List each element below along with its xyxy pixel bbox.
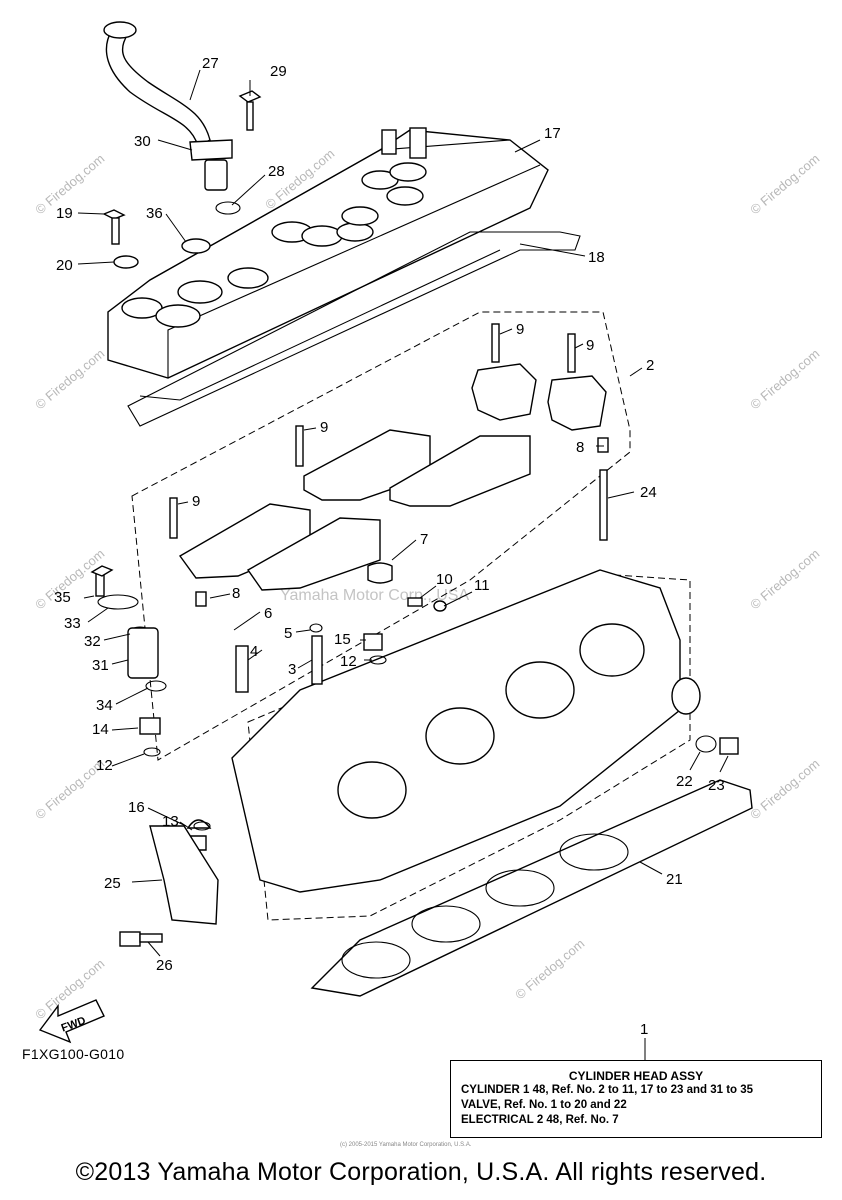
small-print: (c) 2005-2015 Yamaha Motor Corporation, …	[340, 1142, 472, 1148]
breather-hose	[103, 21, 241, 215]
cap-bolts	[169, 323, 608, 541]
label-16: 16	[128, 799, 145, 816]
label-35: 35	[54, 589, 71, 606]
label-10: 10	[436, 571, 453, 588]
head-cover	[107, 127, 549, 379]
label-19: 19	[56, 205, 73, 222]
dowel-8b	[195, 591, 207, 607]
label-12a: 12	[340, 653, 357, 670]
drawing-code: F1XG100-G010	[22, 1046, 125, 1062]
watermark: © Firedog.com	[512, 936, 587, 1002]
label-6: 6	[264, 605, 272, 622]
label-33: 33	[64, 615, 81, 632]
label-5: 5	[284, 625, 292, 642]
label-8b: 8	[232, 585, 240, 602]
label-31: 31	[92, 657, 109, 674]
bolt-19	[102, 209, 126, 245]
label-12b: 12	[96, 757, 113, 774]
label-22: 22	[676, 773, 693, 790]
assembly-box: CYLINDER HEAD ASSY CYLINDER 1 48, Ref. N…	[450, 1060, 822, 1138]
leader-lines	[77, 69, 729, 1060]
label-20: 20	[56, 257, 73, 274]
label-32: 32	[84, 633, 101, 650]
label-21: 21	[666, 871, 683, 888]
label-2: 2	[646, 357, 654, 374]
label-9a: 9	[516, 321, 524, 338]
label-3: 3	[288, 661, 296, 678]
assembly-line: CYLINDER 1 48, Ref. No. 2 to 11, 17 to 2…	[461, 1084, 754, 1096]
label-14: 14	[92, 721, 109, 738]
assembly-line: ELECTRICAL 2 48, Ref. No. 7	[461, 1114, 619, 1126]
label-4: 4	[250, 643, 258, 660]
label-13: 13	[162, 813, 179, 830]
watermark: © Firedog.com	[747, 546, 822, 612]
assembly-title: CYLINDER HEAD ASSY	[568, 1069, 704, 1083]
label-11: 11	[474, 577, 490, 594]
bolt-26	[119, 931, 163, 947]
watermark: © Firedog.com	[747, 346, 822, 412]
watermark: © Firedog.com	[32, 346, 107, 412]
label-27: 27	[202, 55, 219, 72]
grommet-20	[113, 255, 139, 269]
label-15: 15	[334, 631, 351, 648]
label-24: 24	[640, 484, 657, 501]
label-29: 29	[270, 63, 287, 80]
cover-gasket	[127, 231, 581, 427]
bracket	[149, 825, 219, 925]
label-23: 23	[708, 777, 725, 794]
label-25: 25	[104, 875, 121, 892]
label-7: 7	[420, 531, 428, 548]
grommet-36	[181, 238, 211, 254]
label-17: 17	[544, 125, 561, 142]
label-26: 26	[156, 957, 173, 974]
cylinder-head	[231, 569, 701, 893]
label-9b: 9	[586, 337, 594, 354]
label-8a: 8	[576, 439, 584, 456]
label-1: 1	[640, 1021, 648, 1038]
label-28: 28	[268, 163, 285, 180]
label-18: 18	[588, 249, 605, 266]
label-9d: 9	[192, 493, 200, 510]
camshaft-caps	[178, 363, 607, 591]
label-34: 34	[96, 697, 113, 714]
label-30: 30	[134, 133, 151, 150]
label-36: 36	[146, 205, 163, 222]
bolt-29	[238, 90, 262, 131]
dowel-8a	[597, 437, 609, 453]
watermarks: © Firedog.com © Firedog.com © Firedog.co…	[32, 146, 822, 1022]
watermark: © Firedog.com	[747, 756, 822, 822]
watermark: © Firedog.com	[747, 151, 822, 217]
part-labels: 1 2 3 4 5 6 7 8 8 9 9 9 9 10 11 12 12 13…	[54, 55, 725, 1038]
valve-parts	[90, 562, 739, 851]
assembly-line: VALVE, Ref. No. 1 to 20 and 22	[461, 1099, 627, 1111]
copyright-notice: ©2013 Yamaha Motor Corporation, U.S.A. A…	[75, 1158, 767, 1186]
head-gasket	[310, 779, 753, 997]
label-9c: 9	[320, 419, 328, 436]
